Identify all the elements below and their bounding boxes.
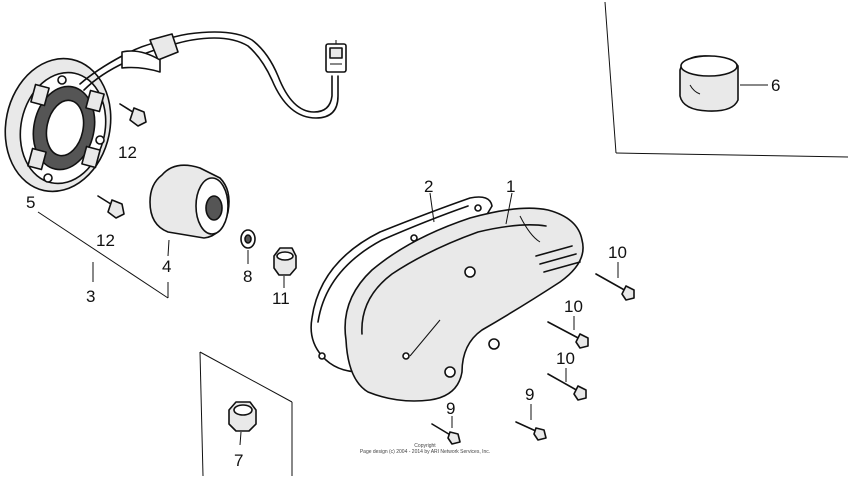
cap-part-6[interactable] <box>679 55 768 112</box>
nut-part-11[interactable] <box>273 247 297 288</box>
washer-part-8[interactable] <box>240 229 256 264</box>
copyright-notice: Copyright Page design (c) 2004 - 2014 by… <box>325 443 525 455</box>
nut-part-7[interactable] <box>228 401 257 446</box>
callout-8: 8 <box>243 267 252 286</box>
callout-4: 4 <box>162 257 171 276</box>
inset-frame-part-6 <box>604 1 849 158</box>
inset-frame-part-7 <box>199 351 293 477</box>
callout-2: 2 <box>424 177 433 196</box>
callout-9-left: 9 <box>446 399 455 418</box>
copyright-line-1: Copyright <box>414 443 436 449</box>
bolt-part-12-upper[interactable] <box>119 103 147 127</box>
callout-10-top: 10 <box>608 243 627 262</box>
callout-10-lower: 10 <box>556 349 575 368</box>
copyright-line-2: Page design (c) 2004 - 2014 by ARI Netwo… <box>359 449 491 455</box>
callout-12-lower: 12 <box>96 231 115 250</box>
bolt-part-10-top[interactable] <box>595 262 635 301</box>
callout-11: 11 <box>272 289 290 308</box>
bolt-part-9-right[interactable] <box>515 404 547 441</box>
bolt-part-10-lower[interactable] <box>547 368 587 401</box>
connector[interactable] <box>325 40 347 73</box>
cover-part-1[interactable] <box>344 192 584 402</box>
bolt-part-10-middle[interactable] <box>547 316 589 349</box>
bolt-part-12-lower[interactable] <box>97 195 125 219</box>
callout-6: 6 <box>771 76 780 95</box>
callout-12-upper: 12 <box>118 143 137 162</box>
wire-harness <box>79 31 339 119</box>
callout-3: 3 <box>86 287 95 306</box>
callout-7: 7 <box>234 451 243 470</box>
callout-5: 5 <box>26 193 35 212</box>
callout-10-middle: 10 <box>564 297 583 316</box>
bracket-part-3 <box>37 211 169 299</box>
stator-part-5[interactable] <box>0 49 123 202</box>
callout-1: 1 <box>506 177 515 196</box>
bolt-part-9-left[interactable] <box>431 416 461 445</box>
callout-9-right: 9 <box>525 385 534 404</box>
rotor-part-4[interactable] <box>149 164 230 257</box>
